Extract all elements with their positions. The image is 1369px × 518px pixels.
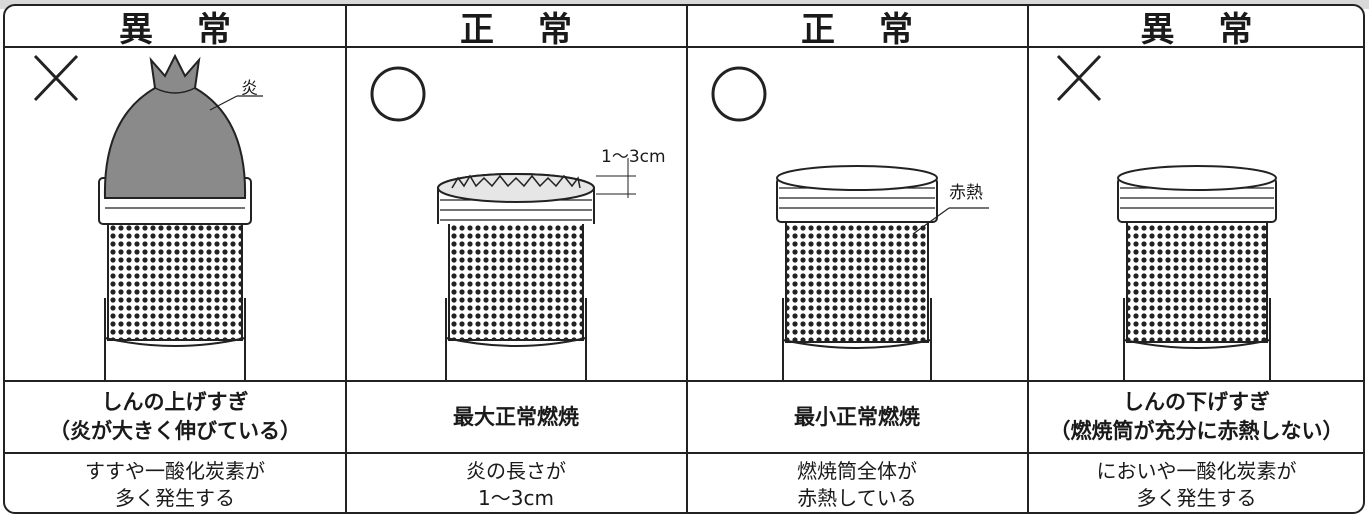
- column-divider: [686, 6, 688, 512]
- column-header: 正常: [460, 9, 616, 50]
- burner-illustration: 赤熱: [687, 48, 1027, 380]
- description-line: 多く発生する: [115, 486, 235, 510]
- column-caption: 最大正常燃焼: [346, 382, 686, 452]
- caption-line: （炎が大きく伸びている）: [49, 419, 301, 443]
- column-divider: [1027, 6, 1029, 512]
- column-description: 燃焼筒全体が 赤熱している: [687, 454, 1027, 512]
- circle-mark-icon: [370, 66, 426, 122]
- column-max-normal: 正常: [346, 6, 686, 512]
- burner-illustration: 1～3cm: [346, 48, 686, 380]
- column-header: 異常: [119, 9, 275, 50]
- combustion-state-table: 異常: [3, 4, 1365, 514]
- column-divider: [345, 6, 347, 512]
- caption-line: 最大正常燃焼: [453, 404, 579, 429]
- description-line: すすや一酸化炭素が: [85, 459, 265, 483]
- column-min-normal: 正常: [687, 6, 1027, 512]
- column-description: においや一酸化炭素が 多く発生する: [1028, 454, 1363, 512]
- caption-line: （燃焼筒が充分に赤熱しない）: [1049, 419, 1344, 443]
- red-heat-label: 赤熱: [949, 183, 983, 203]
- flame-label: 炎: [241, 79, 258, 99]
- row-divider: [5, 46, 1363, 48]
- column-caption: しんの上げすぎ （炎が大きく伸びている）: [5, 382, 345, 452]
- burner-illustration: 炎: [5, 48, 345, 380]
- caption-line: しんの下げすぎ: [1123, 390, 1270, 414]
- circle-mark-icon: [711, 66, 767, 122]
- description-line: においや一酸化炭素が: [1096, 459, 1297, 483]
- small-flame: [451, 174, 581, 189]
- caption-line: 最小正常燃焼: [794, 404, 920, 429]
- column-header: 異常: [1140, 9, 1297, 50]
- column-too-high: 異常: [5, 6, 345, 512]
- column-description: すすや一酸化炭素が 多く発生する: [5, 454, 345, 512]
- description-line: 赤熱している: [797, 486, 917, 510]
- description-line: 多く発生する: [1136, 486, 1257, 510]
- description-line: 1～3cm: [478, 486, 554, 510]
- column-caption: 最小正常燃焼: [687, 382, 1027, 452]
- row-divider: [5, 380, 1363, 382]
- caption-line: しんの上げすぎ: [101, 390, 249, 414]
- large-flame: [103, 53, 247, 199]
- burner-illustration: [1028, 48, 1363, 380]
- column-description: 炎の長さが 1～3cm: [346, 454, 686, 512]
- description-line: 炎の長さが: [466, 459, 566, 483]
- column-header: 正常: [801, 9, 957, 50]
- row-divider: [5, 452, 1363, 454]
- flame-length-label: 1～3cm: [601, 147, 666, 167]
- cross-mark-icon: [1056, 54, 1102, 102]
- column-too-low: 異常: [1028, 6, 1363, 512]
- description-line: 燃焼筒全体が: [797, 459, 917, 483]
- cross-mark-icon: [33, 54, 79, 102]
- column-caption: しんの下げすぎ （燃焼筒が充分に赤熱しない）: [1028, 382, 1363, 452]
